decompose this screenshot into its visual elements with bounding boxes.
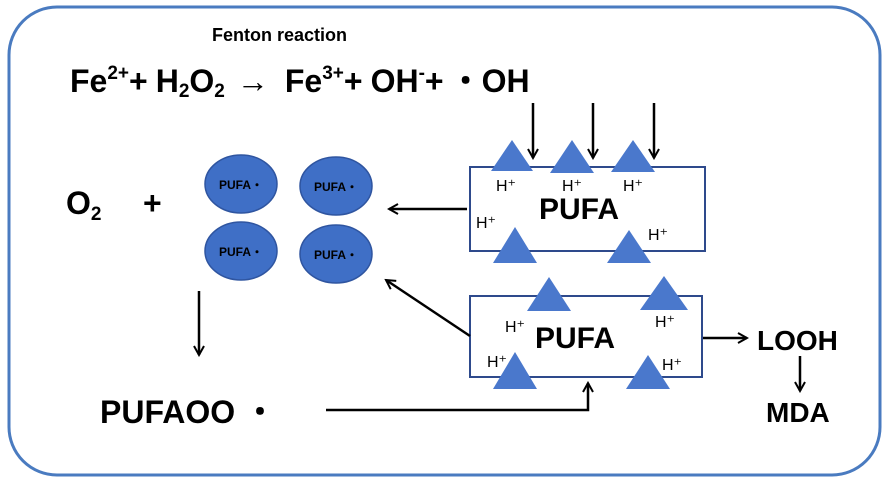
site-triangle [611,140,655,172]
site-triangle [527,277,571,311]
eq-o-sub: 2 [214,81,225,102]
eq-plus-3: + [425,63,444,99]
pufa-radical-1: PUFA・ [204,154,278,214]
pufa-box-top-label: PUFA [539,193,619,226]
arrow-bottom-box-to-radicals [386,280,471,338]
eq-fe: Fe [70,63,107,99]
h-plus-label: H⁺ [496,178,516,195]
eq-plus-2: + [344,63,363,99]
pufaoo-label: PUFAOO ・ [100,394,276,430]
site-triangle [493,352,537,389]
arrow-pufaoo-to-box [326,383,588,412]
pufa-radical-3: PUFA・ [204,221,278,281]
pufa-box-bottom-label: PUFA [535,322,615,355]
eq-oh-charge: - [419,63,425,84]
diagram-title: Fenton reaction [212,25,347,45]
h-plus-label: H⁺ [662,357,682,374]
site-triangle [491,140,533,171]
pufa-radical-2: PUFA・ [299,156,373,216]
eq-hydroxyl-radical: ・OH [450,63,530,99]
oxygen-plus: + [143,185,162,221]
h-plus-label: H⁺ [623,178,643,195]
fenton-equation: Fe2++H2O2→Fe3++OH-+・OH [70,63,530,102]
reaction-arrow: → [237,63,269,99]
eq-plus-1: + [129,63,148,99]
eq-fe-charge: 2+ [107,63,129,84]
pufa-radical-label-2: PUFA・ [314,180,358,194]
site-triangle [607,230,651,263]
site-triangle [493,227,537,263]
pufa-radical-label-3: PUFA・ [219,245,263,259]
pufa-radical-4: PUFA・ [299,224,373,284]
eq-o: O [189,63,214,99]
h-plus-label: H⁺ [562,178,582,195]
h-plus-label: H⁺ [655,314,675,331]
looh-label: LOOH [757,325,838,356]
eq-h-sub: 2 [179,81,190,102]
eq-h: H [156,63,179,99]
h-plus-label: H⁺ [487,354,507,371]
site-triangle [626,355,670,389]
eq-oh: OH [371,63,419,99]
oxygen-label: O2 [66,185,101,225]
h-plus-label: H⁺ [476,215,496,232]
mda-label: MDA [766,397,830,428]
pufa-radical-label-4: PUFA・ [314,248,358,262]
eq-fe3-charge: 3+ [322,63,344,84]
site-triangle [550,140,594,173]
pufa-radical-label-1: PUFA・ [219,178,263,192]
h-plus-label: H⁺ [505,319,525,336]
site-triangle [640,276,688,310]
eq-fe3: Fe [285,63,322,99]
h-plus-label: H⁺ [648,227,668,244]
